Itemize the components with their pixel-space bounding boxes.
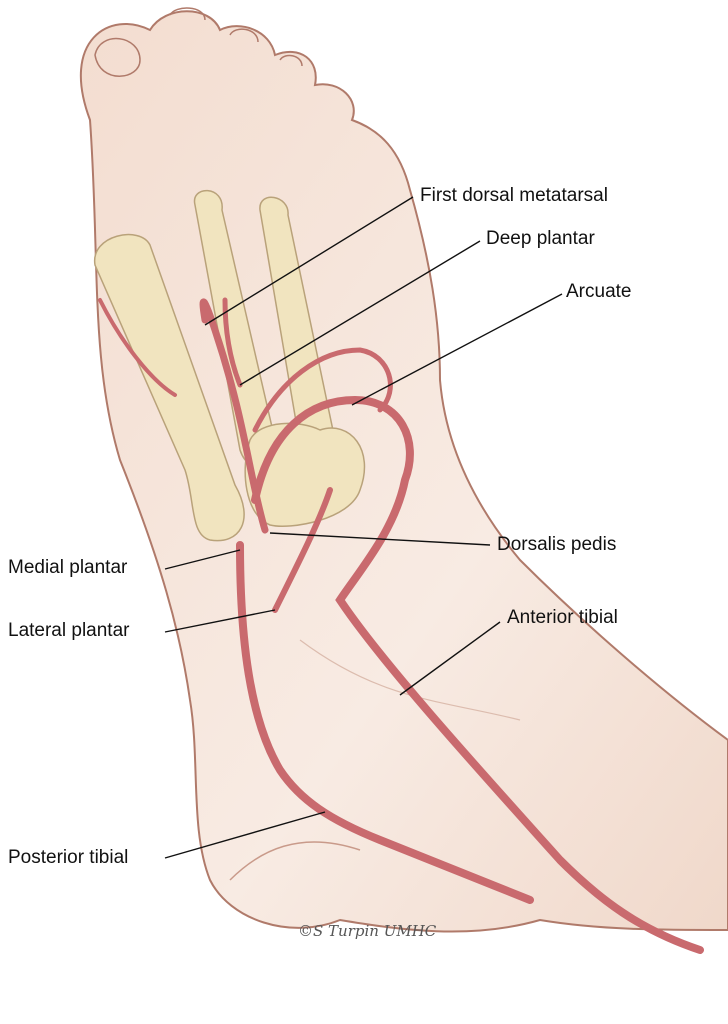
label-lateral-plantar: Lateral plantar: [8, 620, 130, 641]
label-first-dorsal-metatarsal: First dorsal metatarsal: [420, 185, 608, 206]
label-medial-plantar: Medial plantar: [8, 557, 128, 578]
label-posterior-tibial: Posterior tibial: [8, 847, 129, 868]
label-dorsalis-pedis: Dorsalis pedis: [497, 534, 617, 555]
artist-signature: ©S Turpin UMHC: [298, 922, 437, 940]
label-deep-plantar: Deep plantar: [486, 228, 595, 249]
label-arcuate: Arcuate: [566, 281, 632, 302]
label-anterior-tibial: Anterior tibial: [507, 607, 618, 628]
leader-lines: [164, 196, 563, 859]
arteries: [98, 297, 704, 954]
